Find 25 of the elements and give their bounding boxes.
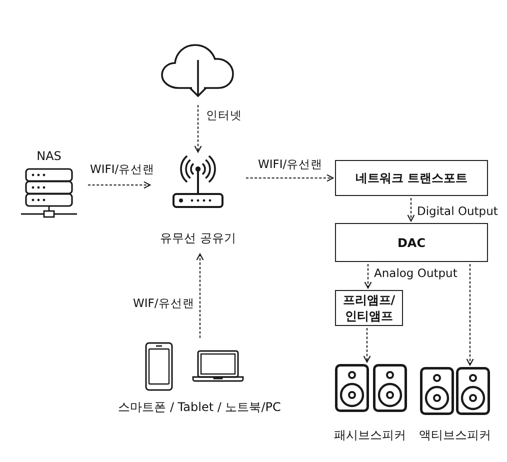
component-label: DAC xyxy=(397,234,426,250)
device-label: 유무선 공유기 xyxy=(160,231,236,246)
component-label: 네트워크 트랜스포트 xyxy=(355,170,468,186)
edge-label: WIF/유선랜 xyxy=(133,296,194,311)
process-box xyxy=(335,223,488,262)
arrow xyxy=(407,198,415,222)
arrow xyxy=(196,253,204,338)
component-label: 프리앰프/ 인티앰프 xyxy=(342,292,396,324)
edge-label: Digital Output xyxy=(417,204,498,219)
edge-label: WIFI/유선랜 xyxy=(90,162,155,177)
device-label: 스마트폰 / Tablet / 노트북/PC xyxy=(118,400,281,415)
arrow xyxy=(246,174,334,182)
process-box xyxy=(335,160,488,196)
arrow xyxy=(363,328,371,363)
arrow xyxy=(466,264,474,366)
arrow xyxy=(88,181,151,189)
device-label: 액티브스피커 xyxy=(419,428,491,443)
arrow xyxy=(364,264,372,289)
device-label: NAS xyxy=(36,149,62,164)
edge-label: 인터넷 xyxy=(206,108,242,123)
process-box xyxy=(335,290,403,326)
device-label: 패시브스피커 xyxy=(334,428,406,443)
edge-label: Analog Output xyxy=(374,266,458,281)
edge-label: WIFI/유선랜 xyxy=(258,157,323,172)
arrow xyxy=(194,104,202,153)
